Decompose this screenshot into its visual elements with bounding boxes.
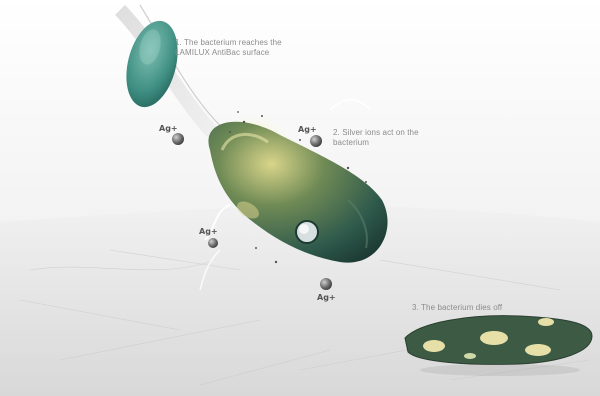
silver-ion-icon [310, 135, 322, 147]
silver-ion-icon [208, 238, 218, 248]
step-1-line-1: 1. The bacterium reaches the [175, 38, 282, 48]
ion-label: Ag+ [298, 125, 317, 134]
step-1-label: 1. The bacterium reaches the LAMILUX Ant… [175, 38, 282, 58]
bacterium-dead [405, 316, 592, 376]
ion-label: Ag+ [159, 124, 178, 133]
step-3-line-1: 3. The bacterium dies off [412, 303, 502, 313]
ion-label: Ag+ [199, 227, 218, 236]
step-3-label: 3. The bacterium dies off [412, 303, 502, 313]
silver-ion-icon [320, 278, 332, 290]
ion-label: Ag+ [317, 293, 336, 302]
silver-ion-icon [172, 133, 184, 145]
step-2-label: 2. Silver ions act on the bacterium [333, 128, 419, 148]
step-2-line-1: 2. Silver ions act on the [333, 128, 419, 138]
step-1-line-2: LAMILUX AntiBac surface [175, 48, 282, 58]
step-2-line-2: bacterium [333, 138, 419, 148]
